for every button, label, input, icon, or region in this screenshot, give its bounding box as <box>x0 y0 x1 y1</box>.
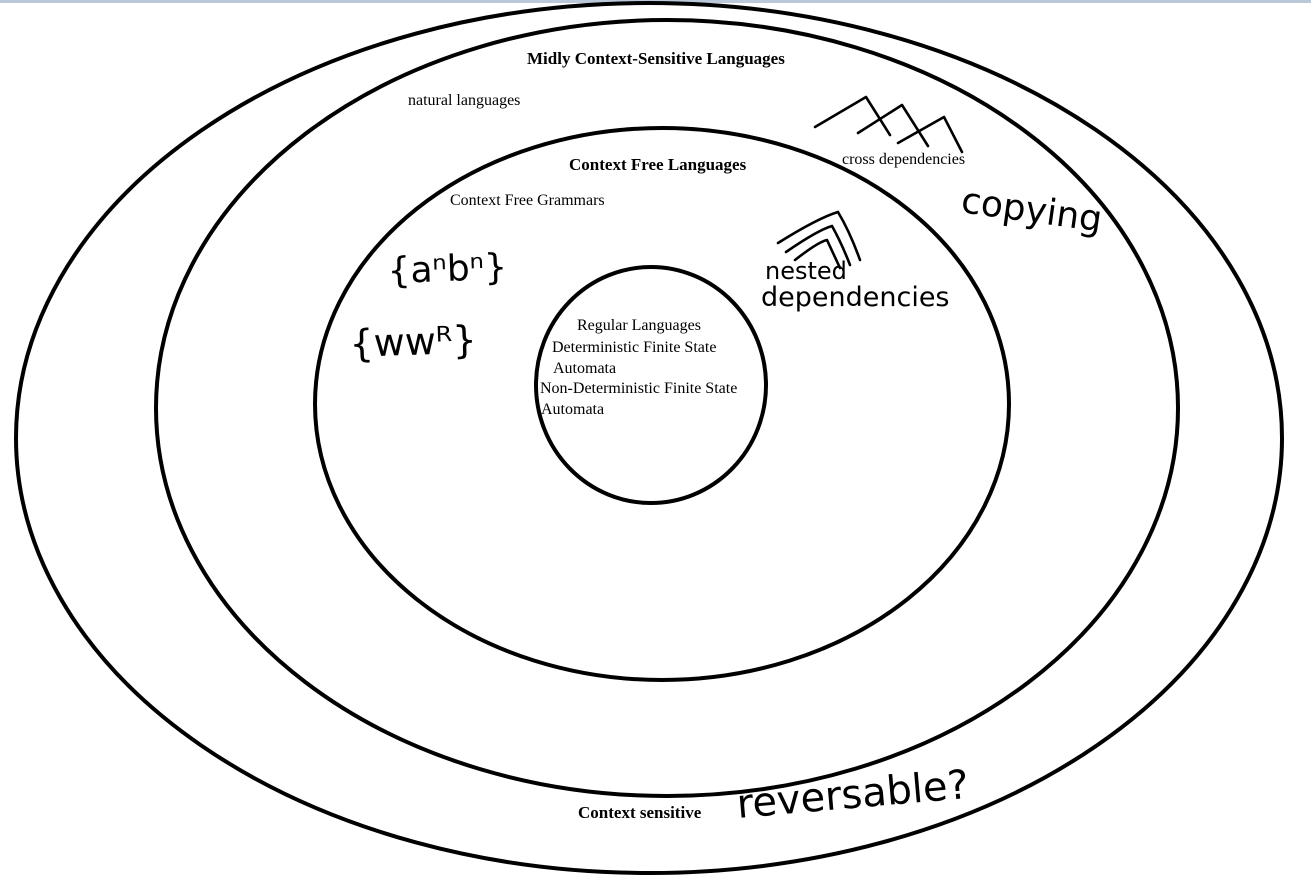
context-free-ellipse <box>313 126 1011 682</box>
handwritten-copying: copying <box>959 180 1105 240</box>
natural-languages-label: natural languages <box>408 92 520 109</box>
regular-ellipse <box>534 265 768 505</box>
handwritten-reversable: reversable? <box>735 762 971 828</box>
regular-line-3: Non-Deterministic Finite State <box>540 380 737 397</box>
context-sensitive-title: Context sensitive <box>578 803 702 822</box>
mildly-context-sensitive-title: Midly Context-Sensitive Languages <box>527 49 785 68</box>
handwritten-dependencies: dependencies <box>761 282 950 313</box>
context-free-title: Context Free Languages <box>569 155 747 174</box>
handwritten-nested: nested <box>765 257 847 285</box>
regular-languages-title: Regular Languages <box>577 317 701 334</box>
regular-line-2: Automata <box>553 360 616 377</box>
nested-dependencies-sketch <box>776 210 862 270</box>
context-sensitive-ellipse <box>14 1 1284 875</box>
handwritten-wwr: {wwᴿ} <box>349 318 478 366</box>
handwritten-anbn: {aⁿbⁿ} <box>387 247 508 292</box>
cross-dependencies-label: cross dependencies <box>842 151 965 168</box>
context-free-grammars-label: Context Free Grammars <box>450 192 605 209</box>
regular-line-4: Automata <box>541 401 604 418</box>
mildly-context-sensitive-ellipse <box>154 18 1180 798</box>
cross-dependencies-sketch <box>813 95 964 154</box>
regular-line-1: Deterministic Finite State <box>552 339 716 356</box>
